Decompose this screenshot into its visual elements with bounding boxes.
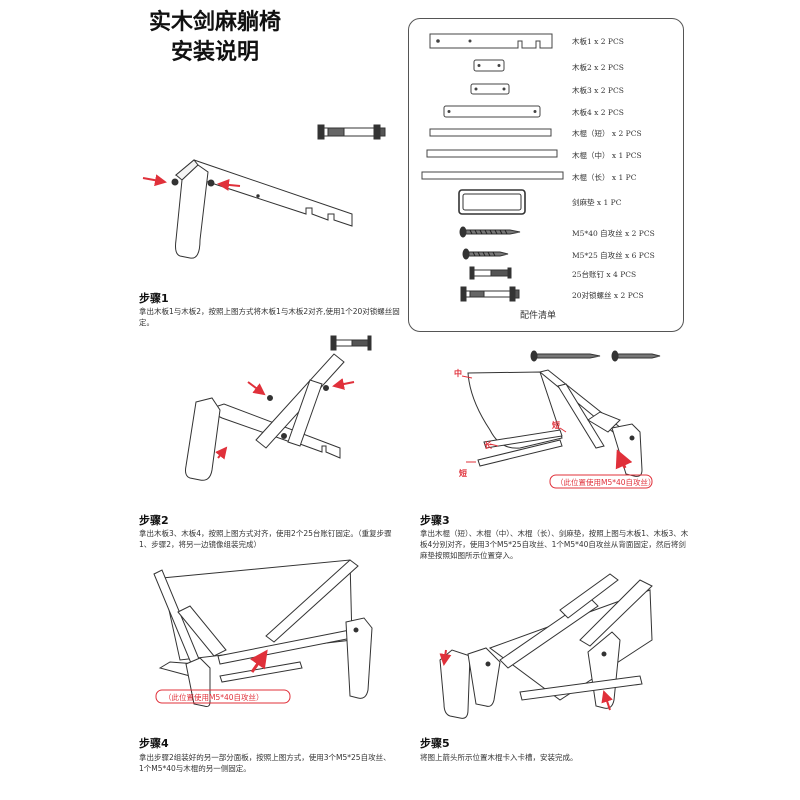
title-line-1: 实木剑麻躺椅 <box>148 10 281 35</box>
step-3-label-medium: 中 <box>454 369 462 378</box>
part-label-sisal-mat: 剑麻垫 x 1 PC <box>572 198 622 207</box>
part-label-stick-short: 木棍（短） x 2 PCS <box>572 129 642 138</box>
step-3-label-long: 长 <box>484 441 492 450</box>
step-5-description: 将图上箭头所示位置木棍卡入卡槽，安装完成。 <box>420 753 578 762</box>
step-3-label-short: 短 <box>552 421 560 430</box>
part-board-1-drawing <box>429 33 553 49</box>
page-title: 实木剑麻躺椅 安装说明 <box>130 8 300 68</box>
part-sticks-drawing <box>421 128 564 180</box>
part-label-bolt-25: 25台账钉 x 4 PCS <box>572 270 637 279</box>
step-3-note: （此位置使用M5*40自攻丝） <box>556 478 656 487</box>
part-board-4-drawing <box>443 105 541 118</box>
part-sisal-mat-drawing <box>458 189 526 215</box>
step-4-note: （此位置使用M5*40自攻丝） <box>164 693 264 702</box>
part-label-stick-medium: 木棍（中） x 1 PCS <box>572 151 642 160</box>
step-2-drawing <box>185 335 372 481</box>
step-2-title: 步骤2 <box>139 514 169 527</box>
part-screws-drawing <box>459 226 521 302</box>
step-1-description: 拿出木板1与木板2，按照上图方式将木板1与木板2对齐,使用1个20对锁螺丝固定。 <box>139 307 400 327</box>
part-label-board-3: 木板3 x 2 PCS <box>572 86 624 95</box>
part-board-3-drawing <box>470 83 510 95</box>
step-3-title: 步骤3 <box>420 514 450 527</box>
step-4-note-outline <box>155 689 291 704</box>
parts-list-caption: 配件清单 <box>520 311 557 321</box>
step-5-title: 步骤5 <box>420 737 450 750</box>
step-2-description: 拿出木板3、木板4，按照上图方式对齐，使用2个25台账钉固定。（重复步骤1、步骤… <box>139 529 392 549</box>
part-label-board-1: 木板1 x 2 PCS <box>572 37 624 46</box>
step-3-description: 拿出木棍（短）、木棍（中）、木棍（长）、剑麻垫，按照上图与木板1、木板3、木板4… <box>420 529 689 560</box>
part-label-board-4: 木板4 x 2 PCS <box>572 108 624 117</box>
parts-list-panel <box>408 18 684 332</box>
step-3-drawing <box>461 350 661 477</box>
step-4-title: 步骤4 <box>139 737 169 750</box>
step-5-drawing <box>439 573 653 719</box>
part-label-board-2: 木板2 x 2 PCS <box>572 63 624 72</box>
step-4-description: 拿出步骤2组装好的另一部分面板，按照上图方式，使用3个M5*25自攻丝、1个M5… <box>139 753 391 773</box>
step-4-drawing <box>153 559 373 707</box>
step-3-note-outline <box>549 474 653 489</box>
part-label-stick-long: 木棍（长） x 1 PC <box>572 173 637 182</box>
part-board-2-drawing <box>473 59 505 72</box>
part-label-screw-m5-25: M5*25 自攻丝 x 6 PCS <box>572 251 655 260</box>
step-3-label-short-2: 短 <box>459 469 467 478</box>
title-line-2: 安装说明 <box>170 40 259 65</box>
step-1-drawing <box>142 124 386 259</box>
step-1-title: 步骤1 <box>139 292 169 305</box>
part-label-lock-screw-20: 20对锁螺丝 x 2 PCS <box>572 291 644 300</box>
part-label-screw-m5-40: M5*40 自攻丝 x 2 PCS <box>572 229 655 238</box>
